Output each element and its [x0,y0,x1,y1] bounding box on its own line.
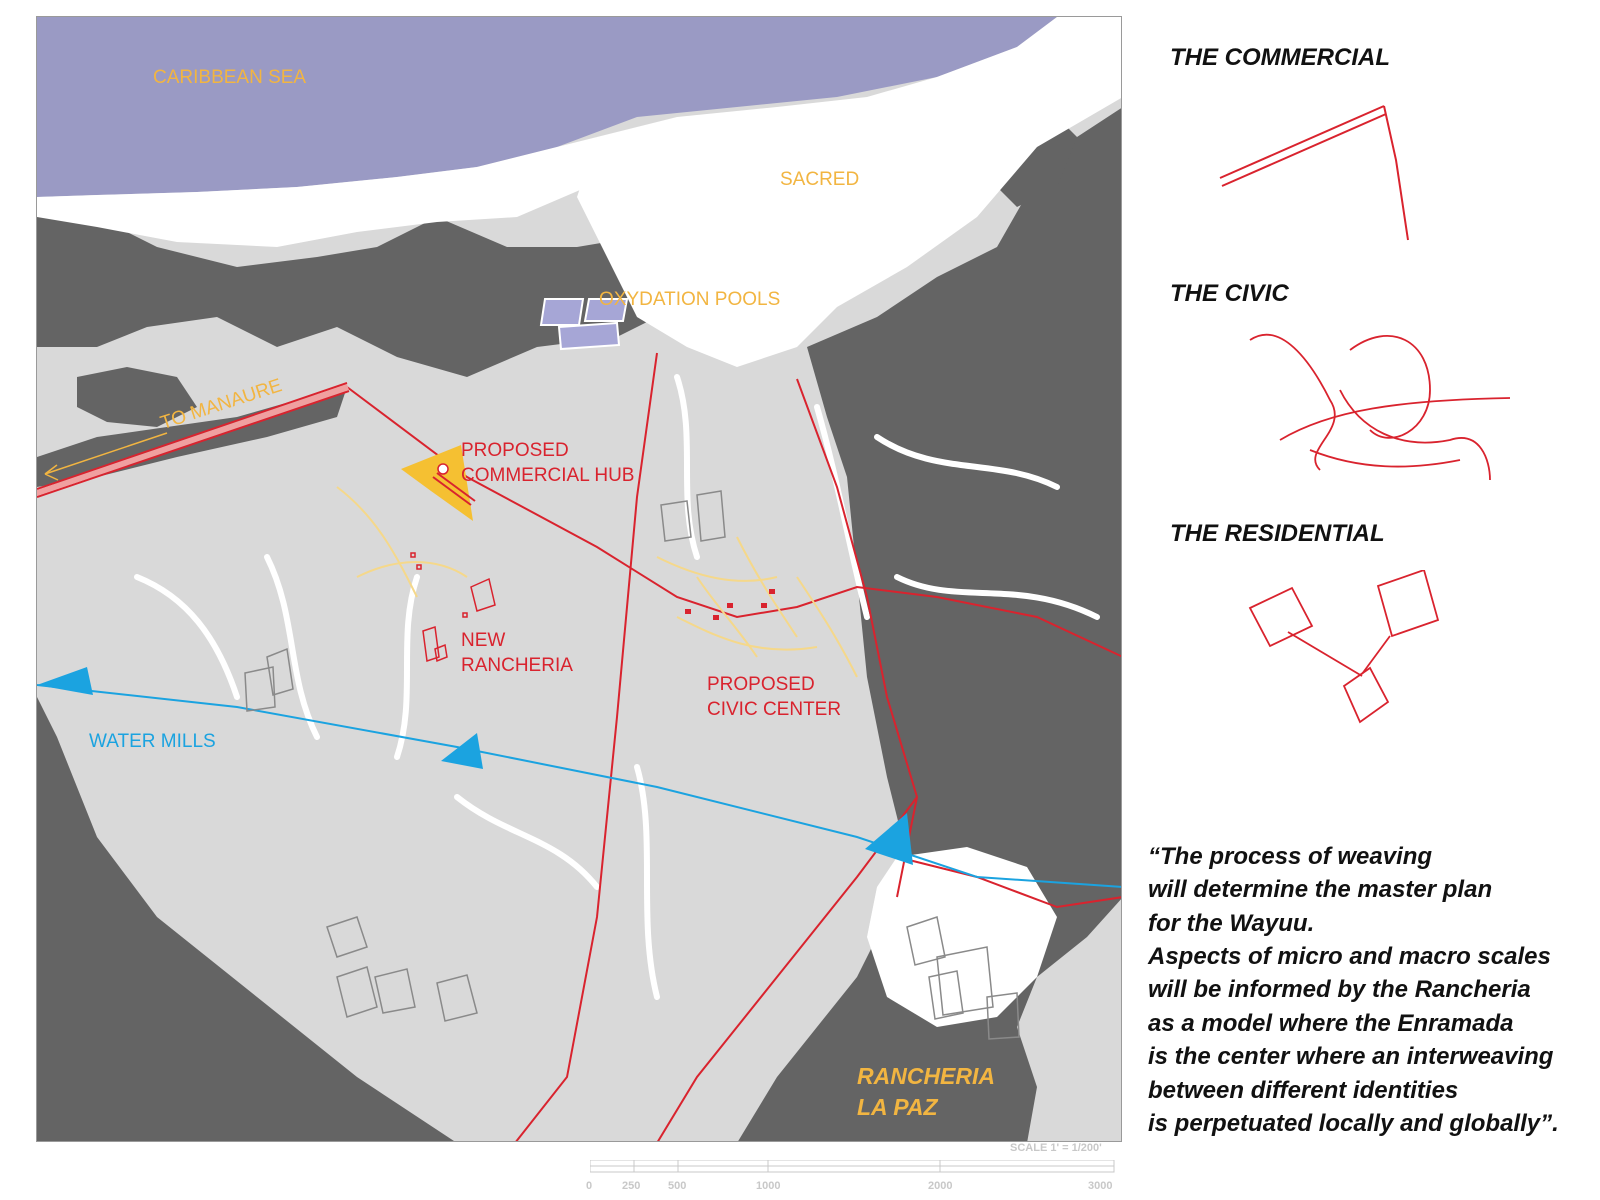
commercial-hub-buildings [432,472,476,506]
new-rancheria-label: NEW RANCHERIA [461,630,573,676]
building-outlines [244,490,1020,1040]
commercial-hub-marker [437,463,449,475]
site-map: CARIBBEAN SEA SACRED OXYDATION POOLS TO … [36,16,1122,1142]
scale-tick: 1000 [756,1180,781,1192]
beach-strip [37,137,597,247]
water-ponds [37,667,913,865]
rancheria-buildings [410,552,496,663]
scale-tick: 0 [586,1180,593,1192]
oxydation-pools-label: OXYDATION POOLS [599,289,781,310]
commercial-hub-label: PROPOSED COMMERCIAL HUB [461,440,635,486]
oxydation-pools [539,298,629,351]
dark-terrain-north [37,197,677,377]
commercial-hub-area [401,445,473,521]
residential-pattern-icon [1248,570,1440,724]
scale-tick: 500 [668,1180,687,1192]
sea-area [37,17,1057,197]
arrow-to-manaure [44,432,168,481]
civic-paths [336,486,858,678]
white-channels [134,374,1100,1000]
road-to-manaure [37,382,350,498]
map-canvas [37,17,1121,1141]
civic-center-label: PROPOSED CIVIC CENTER [707,674,842,720]
commercial-pattern-icon [1219,105,1409,241]
scale-tick: 250 [622,1180,641,1192]
sea-label: CARIBBEAN SEA [153,67,307,88]
water-mills-label: WATER MILLS [89,731,216,752]
scale-tick: 3000 [1088,1180,1113,1192]
sacred-area [577,17,1121,367]
scale-tick: 2000 [928,1180,953,1192]
road-to-manaure-fill [37,384,349,496]
master-plan-quote: “The process of weaving will determine t… [1148,843,1559,1137]
civic-buildings [685,589,775,620]
legend-commercial-title: THE COMMERCIAL [1170,44,1390,71]
scale-graphic [590,1160,1115,1173]
scale-caption: SCALE 1' = 1/200' [1010,1142,1102,1154]
legend-civic-title: THE CIVIC [1170,280,1289,307]
water-mills-canal [37,684,1121,888]
sacred-label: SACRED [780,169,860,190]
civic-pattern-icon [1249,333,1511,481]
dark-terrain-island [77,367,197,427]
rancheria-la-paz-label: RANCHERIA LA PAZ [857,1063,995,1121]
legend-residential-title: THE RESIDENTIAL [1170,520,1385,547]
la-paz-settlement [867,847,1057,1027]
dark-terrain-west [37,697,454,1141]
